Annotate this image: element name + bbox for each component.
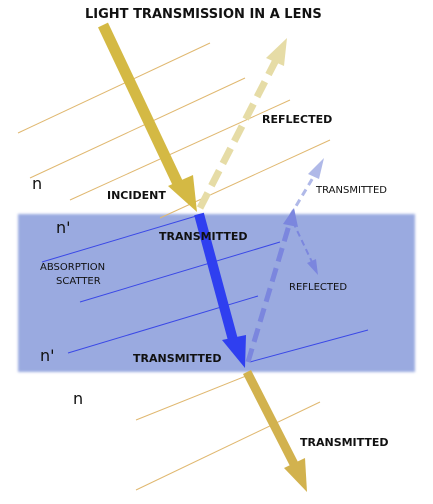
wavefront-line [159, 139, 331, 219]
refractive-index-lens-top: n' [56, 218, 71, 237]
wavefront-line [79, 241, 281, 303]
refractive-index-outer-top: n [32, 174, 43, 193]
exit-transmitted-arrowhead [284, 458, 307, 492]
wavefront-line [249, 329, 369, 363]
incident-ray-arrowhead [168, 175, 197, 212]
internal-reflected-ray [292, 221, 313, 263]
transmitted-in-lens-ray [194, 212, 238, 342]
reflected-label: REFLECTED [262, 113, 333, 126]
scatter-label: SCATTER [56, 276, 101, 287]
internal-reflected-arrowhead [307, 259, 318, 275]
wavefront-line [29, 77, 246, 179]
reflected-ray-arrowhead [266, 38, 287, 66]
transmitted-escape-ray [288, 175, 316, 217]
internal-reflected-upward-arrowhead [283, 208, 298, 227]
wavefront-line [41, 213, 204, 263]
reflected-ray [196, 58, 280, 210]
transmitted-escape-arrowhead [308, 158, 324, 179]
wavefront-line [17, 42, 211, 134]
transmitted-in-lens-label: TRANSMITTED [159, 230, 248, 243]
transmitted-bottom-label: TRANSMITTED [133, 352, 222, 365]
internal-reflected-upward-ray [245, 221, 293, 363]
wavefronts-above-lens [17, 42, 331, 219]
transmitted-escape-label: TRANSMITTED [316, 185, 387, 196]
refractive-index-outer-bottom: n [73, 389, 84, 408]
diagram-title: LIGHT TRANSMISSION IN A LENS [85, 7, 322, 22]
wavefront-line [135, 375, 247, 421]
wavefronts-below-lens [135, 375, 321, 491]
incident-ray [98, 22, 185, 191]
transmitted-in-lens-arrowhead [222, 335, 246, 368]
internal-reflected-label: REFLECTED [289, 282, 348, 293]
refractive-index-lens-bottom: n' [40, 346, 55, 365]
wavefront-line [135, 401, 321, 491]
absorption-label: ABSORPTION [40, 262, 106, 273]
incident-label: INCIDENT [107, 189, 166, 202]
wavefront-line [69, 99, 291, 201]
exit-transmitted-label: TRANSMITTED [300, 436, 389, 449]
exit-transmitted-ray [242, 369, 300, 469]
